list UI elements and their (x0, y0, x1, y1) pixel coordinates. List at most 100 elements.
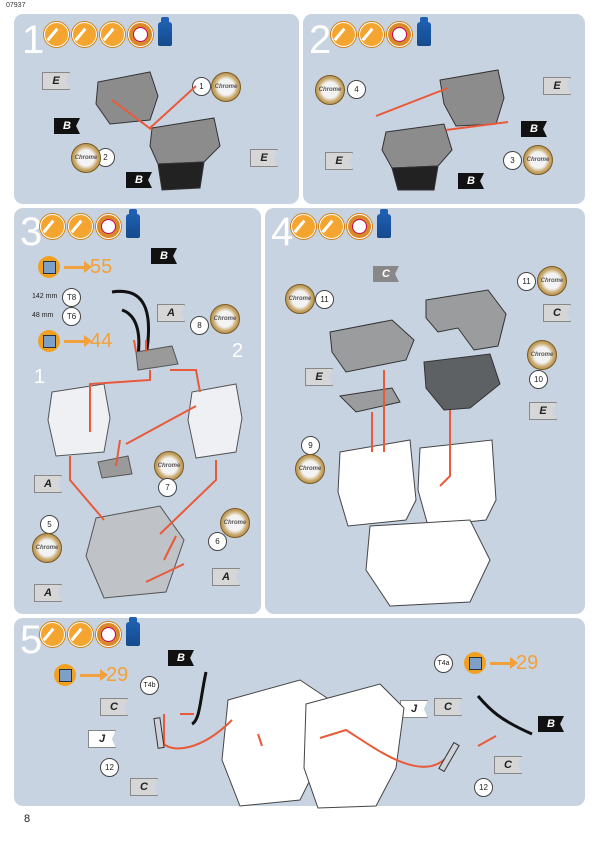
brush-icon (40, 622, 65, 647)
step-number: 1 (22, 18, 45, 62)
flag-c: C (373, 266, 399, 282)
clock-icon (387, 22, 412, 47)
glue-icon (359, 22, 384, 47)
engine-block (337, 439, 497, 607)
step-2-panel: 2 Chrome 4 E E B B 3 Chrome (303, 14, 585, 204)
paint-box-icon (464, 652, 486, 674)
cylinder-head-part (95, 69, 505, 191)
chrome-paint-icon: Chrome (32, 533, 62, 563)
flag-b: B (126, 172, 152, 188)
flag-a: A (157, 304, 185, 322)
flag-e: E (325, 152, 353, 170)
chrome-paint-icon: Chrome (71, 143, 101, 173)
paint-box-icon (54, 664, 76, 686)
color-code: 29 (80, 664, 128, 687)
part-number: 1 (192, 77, 211, 96)
chrome-paint-icon: Chrome (537, 266, 567, 296)
spark-plugs (153, 717, 460, 773)
rocker-covers (329, 289, 507, 413)
step-number: 2 (309, 18, 332, 62)
flag-b: B (168, 650, 194, 666)
flag-b: B (458, 173, 484, 189)
wire-length: 142 mm (32, 293, 58, 300)
assembly-arrows (163, 713, 497, 768)
brush-icon (72, 22, 97, 47)
paint-bottle-icon (417, 17, 431, 46)
step-number: 5 (20, 618, 43, 662)
clock-icon (128, 22, 153, 47)
paint-bottle-icon (377, 209, 391, 238)
wire-length: 48 mm (32, 312, 54, 319)
engine-top (221, 679, 405, 809)
glue-icon (68, 214, 93, 239)
color-code: 44 (64, 330, 112, 353)
flag-b: B (54, 118, 80, 134)
chrome-paint-icon: Chrome (210, 304, 240, 334)
flag-c: C (543, 304, 571, 322)
brush-icon (331, 22, 356, 47)
page-number: 8 (24, 813, 31, 825)
wire-cables (111, 289, 151, 357)
paint-box-icon (38, 330, 60, 352)
color-code: 55 (64, 256, 112, 279)
part-number: 2 (96, 148, 115, 167)
assembly-arrows (111, 85, 509, 131)
part-number: 12 (100, 758, 119, 777)
chrome-paint-icon: Chrome (211, 72, 241, 102)
tool-icons (331, 17, 431, 47)
wire-ref: T6 (62, 307, 81, 326)
glue-icon (68, 622, 93, 647)
chrome-paint-icon: Chrome (315, 75, 345, 105)
tool-icons (40, 617, 140, 647)
chrome-paint-icon: Chrome (285, 284, 315, 314)
part-number: 6 (208, 532, 227, 551)
part-number: 10 (529, 370, 548, 389)
step-number: 3 (20, 210, 43, 254)
page-code: 07937 (6, 2, 26, 9)
assembly-arrows (69, 339, 217, 583)
brush-icon (291, 214, 316, 239)
tool-icons (40, 209, 140, 239)
chrome-paint-icon: Chrome (154, 451, 184, 481)
clock-icon (96, 622, 121, 647)
paint-box-icon (38, 256, 60, 278)
chrome-paint-icon: Chrome (523, 145, 553, 175)
wire-ref: T8 (62, 288, 81, 307)
flag-b: B (151, 248, 177, 264)
clock-icon (347, 214, 372, 239)
part-number: 4 (347, 80, 366, 99)
glue-icon (100, 22, 125, 47)
wire-ref: T4a (434, 654, 453, 673)
tool-icons (44, 17, 172, 47)
assembly-arrows (371, 370, 451, 487)
engine-parts (47, 345, 243, 599)
cylinder-label: 2 (232, 340, 244, 362)
cylinder-label: 1 (34, 366, 46, 388)
tool-icons (291, 209, 391, 239)
part-number: 11 (315, 290, 334, 309)
chrome-paint-icon: Chrome (527, 340, 557, 370)
paint-bottle-icon (126, 617, 140, 646)
step-1-panel: 1 E B E B 1 2 Chrome Chrome (14, 14, 299, 204)
clock-icon (96, 214, 121, 239)
flag-b: B (521, 121, 547, 137)
glue-icon (319, 214, 344, 239)
part-number: 12 (474, 778, 493, 797)
chrome-paint-icon: Chrome (220, 508, 250, 538)
part-number: 11 (517, 272, 536, 291)
chrome-paint-icon: Chrome (295, 454, 325, 484)
paint-bottle-icon (126, 209, 140, 238)
wire-ref: T4b (140, 676, 159, 695)
flag-b: B (538, 716, 564, 732)
spark-plug-wires (191, 671, 533, 736)
flag-c: C (100, 698, 128, 716)
part-number: 8 (190, 316, 209, 335)
brush-icon (40, 214, 65, 239)
brush-icon (44, 22, 69, 47)
part-number: 3 (503, 151, 522, 170)
color-code: 29 (490, 652, 538, 675)
part-number: 7 (158, 478, 177, 497)
step-number: 4 (271, 210, 294, 254)
paint-bottle-icon (158, 17, 172, 46)
